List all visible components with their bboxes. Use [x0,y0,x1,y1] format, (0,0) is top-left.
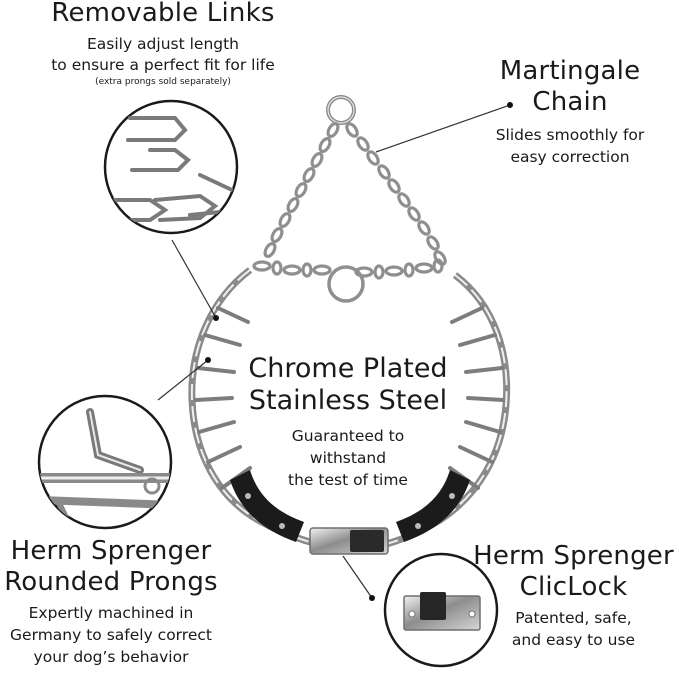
prongs-title-line1: Herm Sprenger [10,536,212,566]
cliclock-line2: and easy to use [511,631,636,649]
rounded-prongs-detail-icon [37,394,173,530]
prongs-line1: Expertly machined in [28,604,194,622]
center-title-line1: Chrome Plated [248,353,448,384]
center-ring-icon [327,265,365,303]
cliclock-title-line1: Herm Sprenger [473,541,674,571]
removable-links-line1: Easily adjust length [86,35,240,53]
removable-links-title: Removable Links [51,0,275,28]
center-line3: the test of time [288,471,408,489]
removable-links-line2: to ensure a perfect fit for life [51,56,275,74]
martingale-title-line1: Martingale [499,56,641,86]
martingale-title-line2: Chain [532,87,608,117]
prongs-line3: your dog’s behavior [33,648,189,666]
prongs-title-line2: Rounded Prongs [4,567,218,597]
center-line2: withstand [309,449,387,467]
removable-links-note: (extra prongs sold separately) [95,77,231,87]
martingale-chain-icon [252,122,447,280]
center-title-line2: Stainless Steel [248,385,448,416]
removable-links-detail-icon [103,99,239,235]
martingale-line1: Slides smoothly for [495,126,645,144]
cliclock-title-line2: ClicLock [519,572,628,602]
prongs-line2: Germany to safely correct [10,626,212,644]
prong-collar-icon [188,267,511,555]
martingale-ring-icon [326,95,356,125]
cliclock-detail-icon [383,552,499,668]
center-line1: Guaranteed to [291,427,405,445]
cliclock-line1: Patented, safe, [515,609,632,627]
callout-lines [157,104,511,599]
martingale-line2: easy correction [510,148,630,166]
